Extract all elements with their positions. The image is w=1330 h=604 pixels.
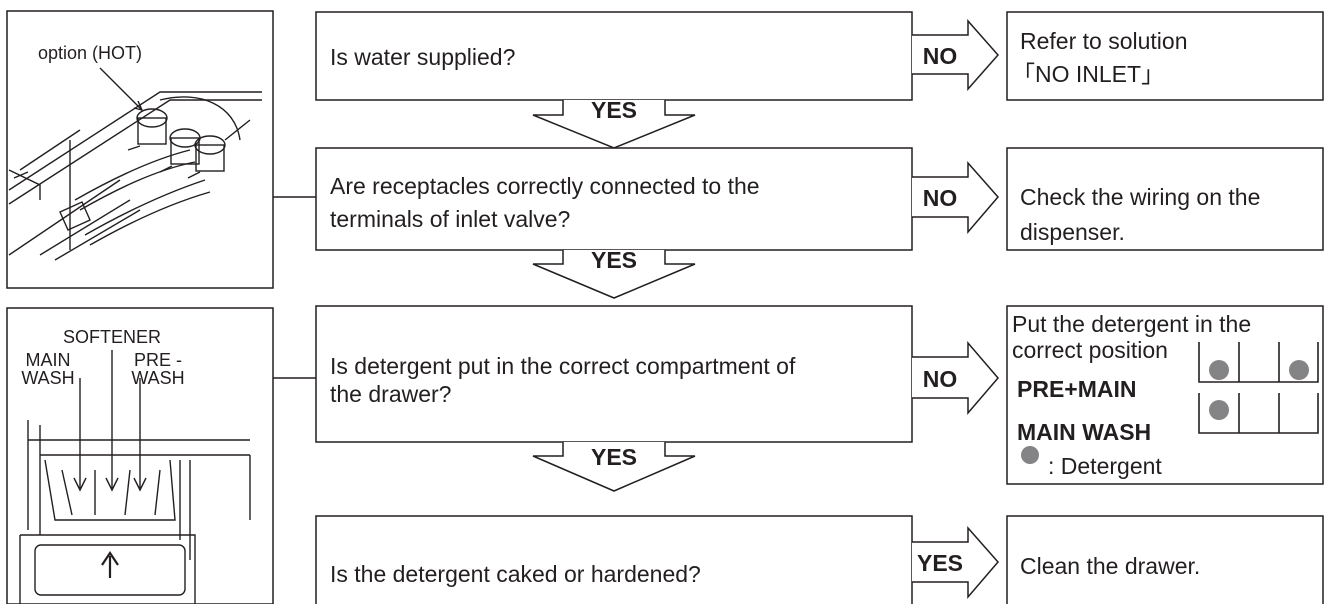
down-label: YES bbox=[591, 444, 637, 470]
pre-wash-label-line2: WASH bbox=[131, 368, 184, 388]
main-wash-label-line1: MAIN bbox=[26, 350, 71, 370]
solution-text: correct position bbox=[1012, 337, 1168, 363]
solution-3: Put the detergent in the correct positio… bbox=[1006, 305, 1324, 485]
question-text: Are receptacles correctly connected to t… bbox=[330, 173, 760, 199]
question-box bbox=[315, 305, 913, 443]
branch-label: NO bbox=[923, 366, 958, 392]
down-arrow-3: YES bbox=[532, 442, 696, 492]
pre-main-compartments bbox=[1198, 342, 1319, 383]
pull-arrow-icon bbox=[101, 551, 119, 578]
branch-label: NO bbox=[923, 43, 958, 69]
drawer-handle bbox=[34, 544, 186, 596]
solution-text: dispenser. bbox=[1020, 219, 1125, 245]
solution-text: Refer to solution bbox=[1020, 28, 1187, 54]
branch-arrow-4: YES bbox=[912, 526, 999, 600]
branch-arrow-1: NO bbox=[912, 19, 1000, 91]
branch-label: YES bbox=[917, 550, 963, 576]
inlet-valves bbox=[127, 96, 251, 179]
branch-label: NO bbox=[923, 185, 958, 211]
question-text: the drawer? bbox=[330, 381, 451, 407]
softener-label: SOFTENER bbox=[63, 327, 161, 347]
inlet-valve-illustration: option (HOT) bbox=[6, 10, 274, 289]
solution-1: Refer to solution 「NO INLET」 bbox=[1006, 11, 1324, 101]
option-hot-arrow bbox=[99, 67, 144, 112]
main-wash-compartments bbox=[1198, 393, 1319, 434]
illustration-frame bbox=[6, 10, 274, 289]
question-text: Is the detergent caked or hardened? bbox=[330, 561, 701, 587]
solution-box bbox=[1006, 515, 1324, 604]
step-4: Is the detergent caked or hardened? bbox=[315, 515, 913, 604]
solution-text: Clean the drawer. bbox=[1020, 553, 1200, 579]
step-1: Is water supplied? bbox=[315, 11, 913, 101]
question-text: terminals of inlet valve? bbox=[330, 206, 570, 232]
detergent-dot bbox=[1289, 360, 1309, 380]
step-3: Is detergent put in the correct compartm… bbox=[315, 305, 913, 443]
step-2: Are receptacles correctly connected to t… bbox=[315, 147, 913, 251]
solution-box bbox=[1006, 305, 1324, 485]
solution-text: Put the detergent in the bbox=[1012, 311, 1251, 337]
detergent-dot bbox=[1209, 400, 1229, 420]
question-box bbox=[315, 11, 913, 101]
down-label: YES bbox=[591, 247, 637, 273]
question-text: Is detergent put in the correct compartm… bbox=[330, 353, 796, 379]
drawer-illustration: SOFTENER MAIN WASH PRE - WASH bbox=[6, 307, 274, 604]
solution-text: 「NO INLET」 bbox=[1012, 61, 1164, 87]
question-box bbox=[315, 147, 913, 251]
illustration-frame bbox=[6, 307, 274, 604]
solution-box bbox=[1006, 11, 1324, 101]
down-label: YES bbox=[591, 97, 637, 123]
option-hot-label: option (HOT) bbox=[38, 43, 142, 63]
solution-2: Check the wiring on the dispenser. bbox=[1006, 147, 1324, 251]
legend-text: : Detergent bbox=[1048, 453, 1162, 479]
solution-box bbox=[1006, 147, 1324, 251]
legend-detergent-dot bbox=[1021, 446, 1039, 464]
down-arrow-2: YES bbox=[532, 247, 696, 299]
detergent-dot bbox=[1209, 360, 1229, 380]
branch-arrow-2: NO bbox=[912, 161, 999, 235]
down-arrow-1: YES bbox=[532, 97, 696, 149]
pre-wash-label-line1: PRE - bbox=[134, 350, 182, 370]
branch-arrow-3: NO bbox=[912, 340, 999, 416]
question-text: Is water supplied? bbox=[330, 44, 515, 70]
main-wash-label: MAIN WASH bbox=[1017, 419, 1151, 445]
solution-4: Clean the drawer. bbox=[1006, 515, 1324, 604]
pre-main-label: PRE+MAIN bbox=[1017, 376, 1137, 402]
question-box bbox=[315, 515, 913, 604]
solution-text: Check the wiring on the bbox=[1020, 184, 1260, 210]
main-wash-label-line2: WASH bbox=[21, 368, 74, 388]
